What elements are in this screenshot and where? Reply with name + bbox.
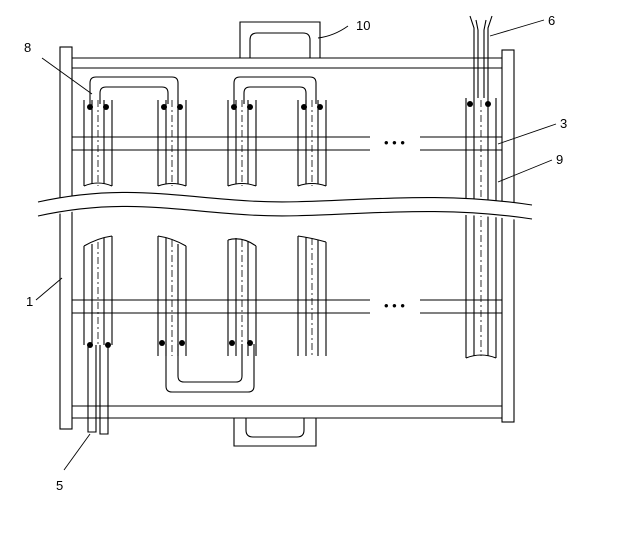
leader-lines <box>35 19 557 471</box>
lower-connector <box>165 344 255 393</box>
top-rail <box>72 57 502 69</box>
leader-1 <box>35 277 63 301</box>
label-10: 10 <box>356 18 370 33</box>
bottom-terminal <box>87 345 109 435</box>
label-6: 6 <box>548 13 555 28</box>
bottom-rail <box>72 405 502 419</box>
label-3: 3 <box>560 116 567 131</box>
right-frame-post <box>501 49 515 423</box>
leader-9 <box>497 159 553 183</box>
leader-10 <box>317 25 349 39</box>
break-line <box>37 191 533 222</box>
right-end-plate <box>465 98 497 359</box>
upper-connectors <box>89 76 317 104</box>
leader-3 <box>497 123 557 145</box>
leader-6 <box>489 19 545 37</box>
frame <box>59 46 515 430</box>
lower-shafts <box>72 299 502 314</box>
label-9: 9 <box>556 152 563 167</box>
bottom-handle <box>233 418 317 447</box>
top-terminal <box>469 15 493 98</box>
upper-ellipsis: • • • <box>384 135 405 150</box>
top-handle <box>239 21 321 58</box>
lower-ellipsis: • • • <box>384 298 405 313</box>
leader-8 <box>41 57 93 95</box>
upper-contact-dots <box>87 101 491 110</box>
lower-contact-dots <box>87 340 253 348</box>
lower-plates <box>83 235 327 356</box>
label-1: 1 <box>26 294 33 309</box>
upper-plates <box>83 100 327 187</box>
leader-5 <box>63 433 91 471</box>
label-8: 8 <box>24 40 31 55</box>
left-frame-post <box>59 46 73 430</box>
label-5: 5 <box>56 478 63 493</box>
upper-shafts <box>72 136 502 151</box>
